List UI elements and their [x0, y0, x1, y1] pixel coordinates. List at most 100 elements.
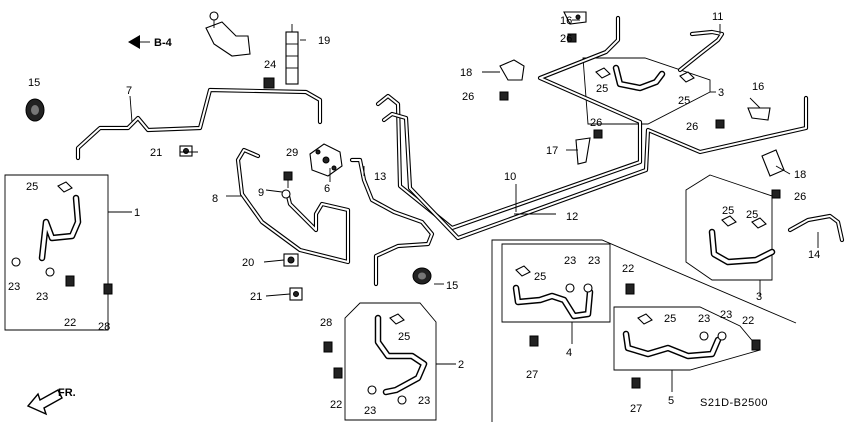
callout-18-upper: 18 [460, 67, 472, 79]
hose-part-3-upper [612, 64, 666, 92]
callout-21-lower: 21 [250, 291, 262, 303]
callout-23-box4-b: 23 [588, 255, 600, 267]
washers-and-clips [11, 67, 767, 405]
callout-3-lower: 3 [756, 291, 762, 303]
valve-6 [309, 143, 343, 177]
callout-26-right-lower: 26 [794, 191, 806, 203]
callout-22-center: 22 [330, 399, 342, 411]
callout-8: 8 [212, 193, 218, 205]
callout-26-right-upper: 26 [686, 121, 698, 133]
callout-16-right: 16 [752, 81, 764, 93]
leader-lines [108, 19, 819, 392]
clip-19 [285, 24, 299, 85]
callout-26-left: 26 [462, 91, 474, 103]
hose-part-5 [622, 330, 722, 360]
grommet-15-left [25, 98, 45, 122]
clip-20 [283, 253, 299, 267]
pipe-8 [235, 147, 351, 265]
callout-25-box2: 25 [398, 331, 410, 343]
callout-22-right: 22 [742, 315, 754, 327]
bolt-29 [283, 171, 293, 188]
bolt-9 [281, 189, 291, 199]
callout-5: 5 [668, 395, 674, 407]
bracket-18-right [761, 149, 785, 177]
callout-27-box4: 27 [526, 369, 538, 381]
page-ref-group: B-4 [128, 35, 173, 49]
pipe-11 [677, 29, 725, 73]
callout-23-box5-a: 23 [698, 313, 710, 325]
callout-25-box3u-a: 25 [596, 83, 608, 95]
callout-25-box3l-a: 25 [722, 205, 734, 217]
clip-18-upper [499, 59, 525, 81]
small-parts [11, 11, 785, 405]
pipe-7 [75, 87, 323, 161]
callout-labels: 15 7 21 1 25 23 23 22 28 24 19 29 6 9 8 … [8, 11, 820, 417]
reference-code: S21D-B2500 [700, 397, 768, 409]
bracket-top [205, 11, 251, 57]
box-part-4-5-outline [491, 239, 797, 422]
callout-9: 9 [258, 187, 264, 199]
bolt-26-right-lower [771, 189, 781, 199]
page-ref-arrow-icon [128, 35, 140, 49]
callout-25-box3u-b: 25 [678, 95, 690, 107]
callout-22-left: 22 [64, 317, 76, 329]
callout-21-upper: 21 [150, 147, 162, 159]
direction-label: FR. [58, 387, 76, 399]
bracket-16-upper [563, 11, 587, 25]
clip-21-lower [289, 287, 303, 301]
callout-16-top: 16 [560, 15, 572, 27]
callout-23-box4-a: 23 [564, 255, 576, 267]
callout-25-box1: 25 [26, 181, 38, 193]
callout-1: 1 [134, 207, 140, 219]
hose-part-1 [38, 194, 82, 262]
callout-19: 19 [318, 35, 330, 47]
bracket-17 [575, 137, 591, 165]
callout-29: 29 [286, 147, 298, 159]
pipe-10 [375, 15, 643, 231]
callout-28-left: 28 [98, 321, 110, 333]
pipe-12 [381, 95, 809, 241]
callout-20: 20 [242, 257, 254, 269]
callout-15-center: 15 [446, 280, 458, 292]
callout-23-box2-a: 23 [364, 405, 376, 417]
pipe-13 [349, 157, 435, 287]
assembly-boxes [4, 57, 797, 422]
callout-28-center: 28 [320, 317, 332, 329]
flex-hoses [38, 64, 776, 396]
callout-4: 4 [566, 347, 572, 359]
grommet-15-center [412, 267, 432, 285]
callout-14: 14 [808, 249, 820, 261]
callout-27-box5: 27 [630, 403, 642, 415]
bolt-26-left [499, 91, 509, 101]
callout-3-upper: 3 [718, 87, 724, 99]
callout-11: 11 [712, 11, 723, 23]
callout-23-box5-b: 23 [720, 309, 732, 321]
box-part-5 [613, 306, 761, 371]
hose-part-4 [512, 284, 594, 320]
callout-22-box4: 22 [622, 263, 634, 275]
page-ref-label: B-4 [154, 37, 173, 49]
hose-part-3-lower [708, 228, 776, 266]
callout-7: 7 [126, 85, 132, 97]
callout-17: 17 [546, 145, 558, 157]
bolts-22-27-28 [65, 275, 761, 389]
callout-18-right: 18 [794, 169, 806, 181]
callout-13: 13 [374, 171, 386, 183]
box-part-4 [501, 243, 611, 323]
nut-24 [263, 77, 275, 89]
callout-6: 6 [324, 183, 330, 195]
callout-2: 2 [458, 359, 464, 371]
bolt-26-mid [593, 129, 603, 139]
callout-10: 10 [504, 171, 516, 183]
bolt-26-top [567, 33, 577, 43]
callout-24: 24 [264, 59, 276, 71]
callout-23-box2-b: 23 [418, 395, 430, 407]
hose-part-2 [374, 314, 428, 396]
callout-26-top: 26 [560, 33, 572, 45]
box-part-2 [344, 302, 437, 421]
callout-25-box3l-b: 25 [746, 209, 758, 221]
callout-23-box1-b: 23 [36, 291, 48, 303]
bracket-16-right [747, 107, 771, 121]
